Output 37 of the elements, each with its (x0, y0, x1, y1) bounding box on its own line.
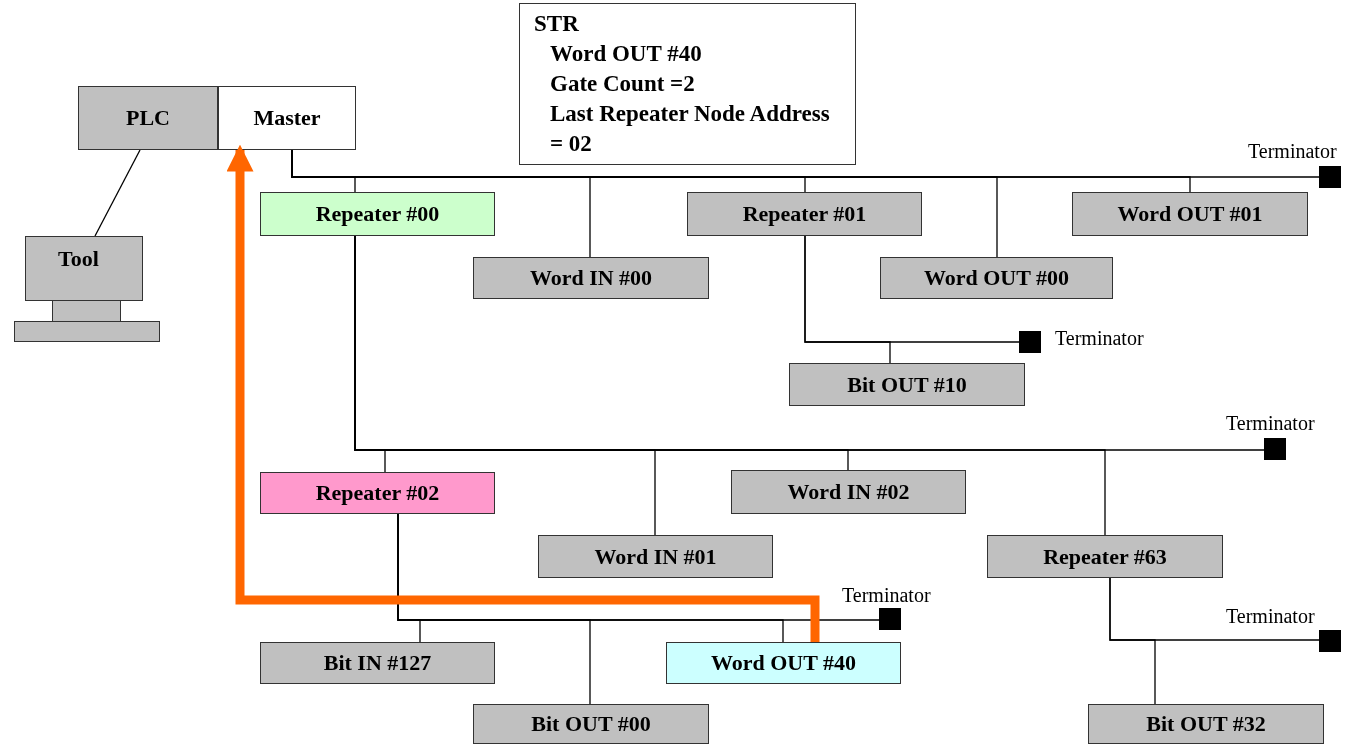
terminator-square (1319, 630, 1341, 652)
terminator-square (1319, 166, 1341, 188)
device-box: Repeater #00 (260, 192, 495, 236)
terminator-label: Terminator (1055, 327, 1144, 350)
terminator-label: Terminator (1226, 412, 1315, 435)
device-box: Bit OUT #10 (789, 363, 1025, 406)
node-label: Tool (58, 246, 99, 272)
device-box: PLC (78, 86, 218, 150)
terminator-square (879, 608, 901, 630)
device-box: Repeater #01 (687, 192, 922, 236)
terminator-label: Terminator (1226, 605, 1315, 628)
terminator-square (1264, 438, 1286, 460)
bus-line (94, 149, 141, 237)
callout-text: Last Repeater Node Address = 02 (549, 100, 831, 158)
device-box: Word IN #00 (473, 257, 709, 299)
terminator-label: Terminator (1248, 140, 1337, 163)
device-box: Word IN #02 (731, 470, 966, 514)
device-box: Word IN #01 (538, 535, 773, 578)
device-box: Repeater #02 (260, 472, 495, 514)
bus-line (397, 513, 880, 621)
bus-line (804, 235, 1020, 343)
device-box: Repeater #63 (987, 535, 1223, 578)
callout-box (519, 3, 856, 165)
bus-line (1109, 577, 1320, 641)
terminator-square (1019, 331, 1041, 353)
callout-text: Word OUT #40 (549, 40, 703, 68)
device-box: Word OUT #00 (880, 257, 1113, 299)
device-box: Master (218, 86, 356, 150)
callout-text: Gate Count =2 (549, 70, 696, 98)
device-box: Bit OUT #32 (1088, 704, 1324, 744)
callout-text: STR (534, 10, 580, 38)
device-box: Bit OUT #00 (473, 704, 709, 744)
device-box: Word OUT #01 (1072, 192, 1308, 236)
path-arrow (226, 144, 820, 642)
device-box: Bit IN #127 (260, 642, 495, 684)
device-box: Word OUT #40 (666, 642, 901, 684)
terminator-label: Terminator (842, 584, 931, 607)
